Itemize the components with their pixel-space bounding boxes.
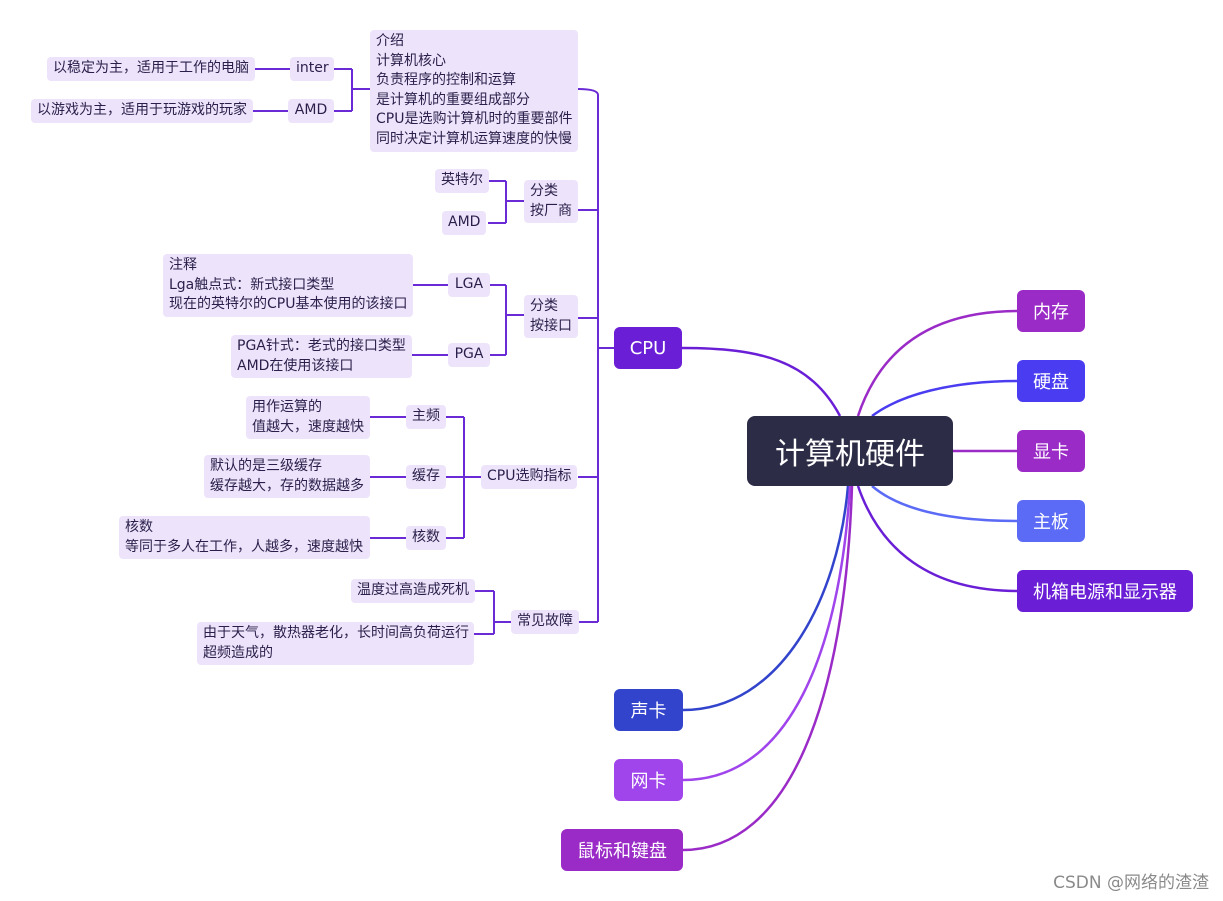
branch-cpu-label: CPU	[629, 337, 667, 359]
cpu-intro-node[interactable]: 介绍 计算机核心 负责程序的控制和运算 是计算机的重要组成部分 CPU是选购计算…	[370, 30, 578, 152]
root-node[interactable]: 计算机硬件	[747, 416, 953, 486]
root-label: 计算机硬件	[775, 437, 925, 472]
cpu-socket-pga[interactable]: PGA	[448, 343, 490, 367]
branch-nic[interactable]: 网卡	[614, 759, 683, 801]
edge-root-cpu	[681, 346, 842, 417]
cpu-vendor-node[interactable]: 分类 按厂商	[524, 180, 578, 224]
edge-root-motherboard	[871, 485, 1019, 523]
cpu-vendor-intel[interactable]: 英特尔	[435, 169, 489, 193]
cpu-buying-cache[interactable]: 缓存	[406, 465, 446, 489]
edge-root-nic	[682, 485, 852, 782]
cpu-intro-inter-node[interactable]: inter	[290, 57, 334, 81]
cpu-intro-amd-node[interactable]: AMD	[288, 99, 334, 123]
cpu-buying-cache-note[interactable]: 默认的是三级缓存 缓存越大，存的数据越多	[204, 455, 370, 499]
branch-case-label: 机箱电源和显示器	[1033, 582, 1177, 603]
cpu-buying-cores[interactable]: 核数	[406, 526, 446, 550]
cpu-socket-lga-note[interactable]: 注释 Lga触点式：新式接口类型 现在的英特尔的CPU基本使用的该接口	[163, 254, 413, 317]
branch-disk-label: 硬盘	[1033, 372, 1069, 393]
cpu-buying-freq[interactable]: 主频	[406, 405, 446, 429]
branch-sound-label: 声卡	[630, 701, 667, 722]
cpu-buying-node[interactable]: CPU选购指标	[481, 465, 578, 489]
branch-case-psu-monitor[interactable]: 机箱电源和显示器	[1017, 570, 1193, 612]
cpu-vendor-amd[interactable]: AMD	[442, 211, 487, 235]
cpu-buying-cores-note[interactable]: 核数 等同于多人在工作，人越多，速度越快	[119, 516, 370, 560]
edge-root-case	[856, 485, 1019, 593]
branch-disk[interactable]: 硬盘	[1017, 360, 1085, 402]
cpu-trunk	[597, 95, 614, 622]
branch-motherboard[interactable]: 主板	[1017, 500, 1085, 542]
cpu-socket-node[interactable]: 分类 按接口	[524, 295, 578, 339]
branch-memory[interactable]: 内存	[1017, 290, 1085, 332]
cpu-intro-amd-note[interactable]: 以游戏为主，适用于玩游戏的玩家	[31, 99, 253, 123]
edge-root-memory	[856, 309, 1019, 417]
cpu-intro-inter-note[interactable]: 以稳定为主，适用于工作的电脑	[47, 57, 255, 81]
cpu-fault-causes[interactable]: 由于天气，散热器老化，长时间高负荷运行 超频造成的	[197, 622, 474, 666]
cpu-socket-lga[interactable]: LGA	[448, 273, 490, 297]
cpu-buying-freq-note[interactable]: 用作运算的 值越大，速度越快	[246, 396, 370, 440]
cpu-faults-node[interactable]: 常见故障	[511, 610, 579, 634]
edge-root-sound	[682, 485, 850, 712]
edge-root-mouse	[682, 485, 854, 852]
cpu-socket-pga-note[interactable]: PGA针式：老式的接口类型 AMD在使用该接口	[231, 335, 412, 379]
watermark: CSDN @网络的渣渣	[1053, 873, 1209, 893]
branch-gpu-label: 显卡	[1033, 442, 1069, 463]
branch-mouse-keyboard[interactable]: 鼠标和键盘	[561, 829, 683, 871]
branch-cpu[interactable]: CPU	[614, 327, 682, 369]
branch-mouse-label: 鼠标和键盘	[577, 841, 667, 862]
branch-motherboard-label: 主板	[1033, 512, 1069, 533]
cpu-fault-overheat[interactable]: 温度过高造成死机	[351, 579, 475, 603]
edge-root-disk	[871, 379, 1019, 418]
branch-sound[interactable]: 声卡	[614, 689, 683, 731]
branch-memory-label: 内存	[1033, 302, 1069, 323]
branch-nic-label: 网卡	[630, 771, 667, 792]
branch-gpu[interactable]: 显卡	[1017, 430, 1085, 472]
